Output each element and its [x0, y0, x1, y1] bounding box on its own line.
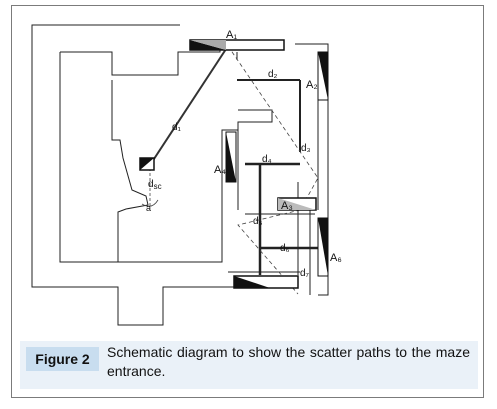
label-dsc-main: d — [148, 179, 154, 190]
panel-A6 — [317, 217, 329, 277]
scatter-path-dashed — [227, 45, 319, 295]
figure-label: Figure 2 — [26, 347, 99, 371]
label-A1: A₁ — [226, 29, 237, 41]
source-box — [139, 157, 155, 171]
path-d1 — [151, 45, 229, 163]
maze-inner-top-notch — [60, 48, 221, 76]
label-d1: d₁ — [172, 122, 182, 133]
maze-outer-outline-right — [295, 43, 329, 296]
label-d4: d₄ — [262, 154, 272, 165]
label-d6: d₆ — [280, 243, 290, 254]
label-dsc: dsc — [148, 179, 162, 191]
label-A3: A₃ — [281, 200, 293, 212]
label-A4: A₄ — [214, 164, 226, 176]
label-dsc-sub: sc — [154, 182, 162, 191]
label-a: a — [146, 203, 151, 213]
maze-inner-outline — [59, 52, 273, 263]
label-d3: d₃ — [301, 143, 311, 154]
label-A2: A₂ — [306, 79, 318, 91]
inner-column-wall — [111, 80, 149, 262]
label-A6: A₆ — [330, 252, 342, 264]
panel-A2 — [317, 51, 329, 101]
panel-A4 — [225, 131, 237, 183]
path-a-arc — [141, 199, 159, 207]
panel-A3 — [277, 197, 317, 211]
label-d5: d₅ — [253, 216, 263, 227]
panel-bottom — [233, 275, 299, 289]
panel-A1 — [189, 39, 285, 51]
maze-schematic-diagram: A₁ A₂ A₄ A₃ A₆ d₁ d₂ d₃ d₄ d₅ d₆ d₇ dsc … — [31, 24, 342, 326]
maze-outer-outline — [31, 24, 235, 326]
figure-frame — [11, 5, 484, 398]
figure-caption: Schematic diagram to show the scatter pa… — [107, 344, 470, 379]
label-d2: d₂ — [268, 69, 278, 80]
label-d7: d₇ — [300, 268, 310, 279]
